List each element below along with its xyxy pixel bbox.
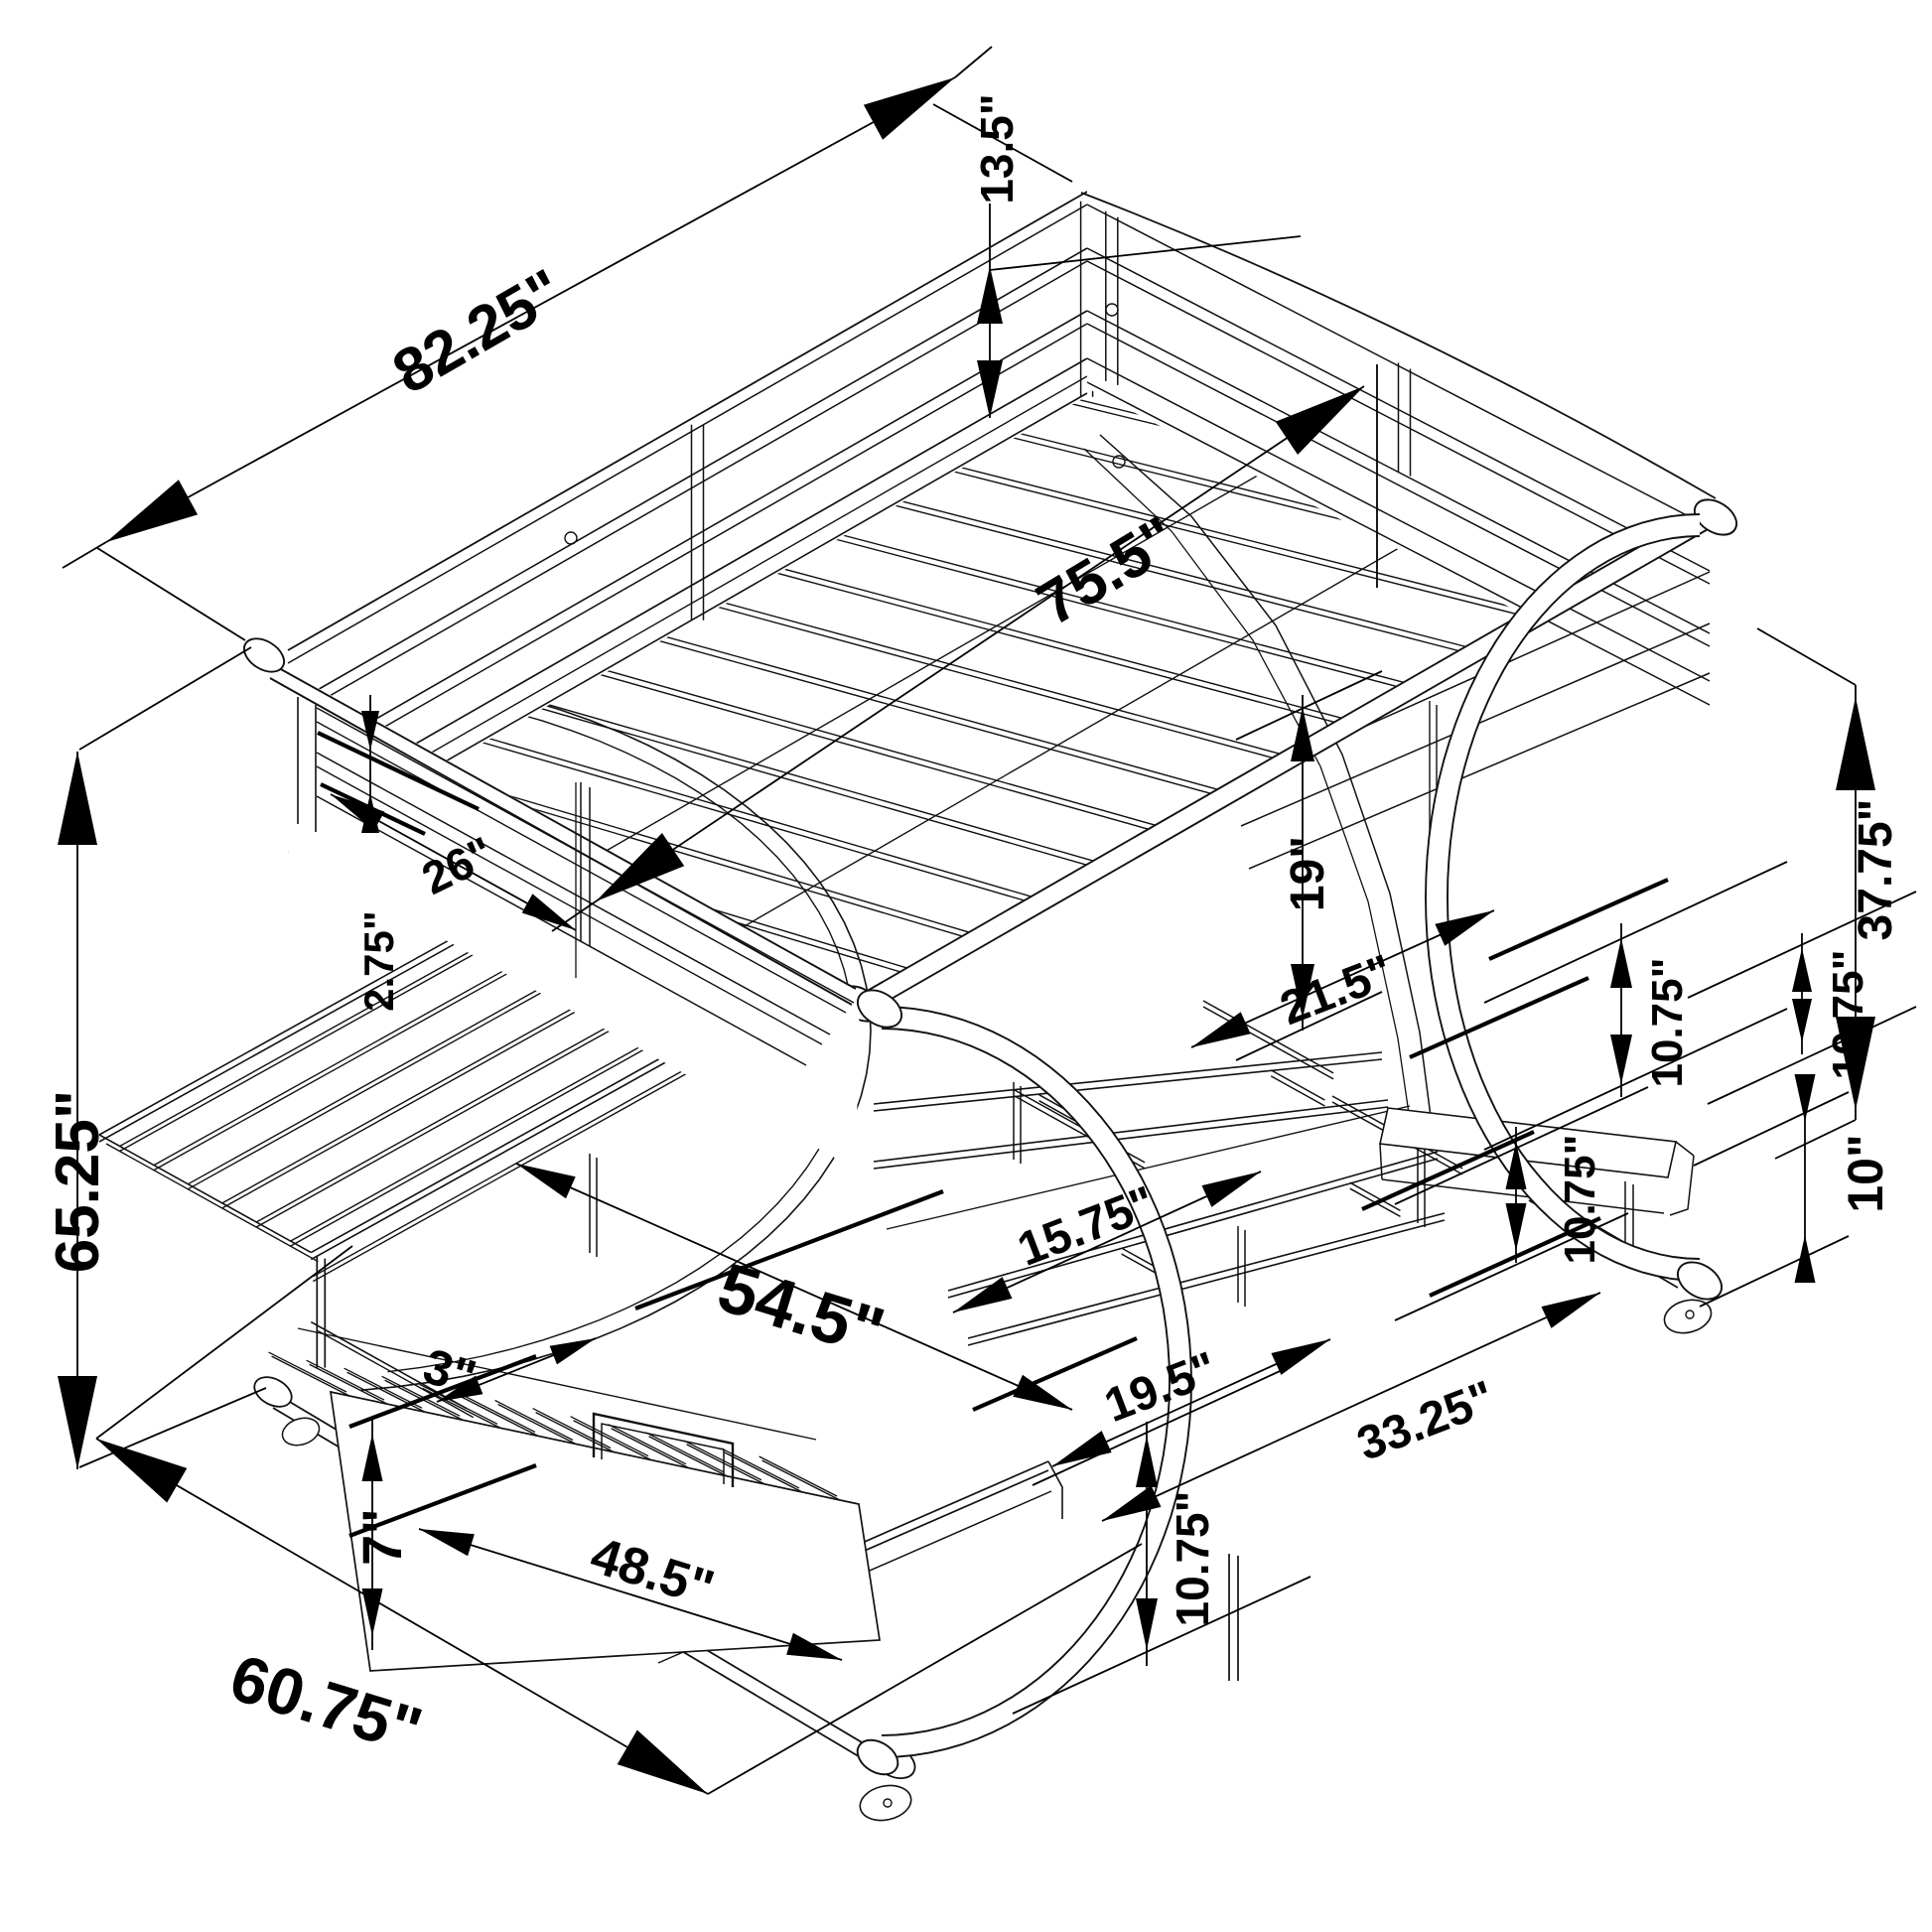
svg-text:37.75": 37.75" [1850,799,1902,941]
svg-text:13.5": 13.5" [971,93,1023,204]
svg-text:2.75": 2.75" [355,910,402,1012]
svg-text:10": 10" [1838,1134,1893,1212]
svg-text:10.75": 10.75" [1643,958,1692,1088]
svg-text:10.75": 10.75" [1167,1491,1218,1627]
svg-text:19": 19" [1282,836,1334,911]
svg-text:65.25": 65.25" [44,1090,112,1274]
svg-text:10.75": 10.75" [1824,950,1872,1080]
svg-text:10.75": 10.75" [1556,1135,1604,1265]
